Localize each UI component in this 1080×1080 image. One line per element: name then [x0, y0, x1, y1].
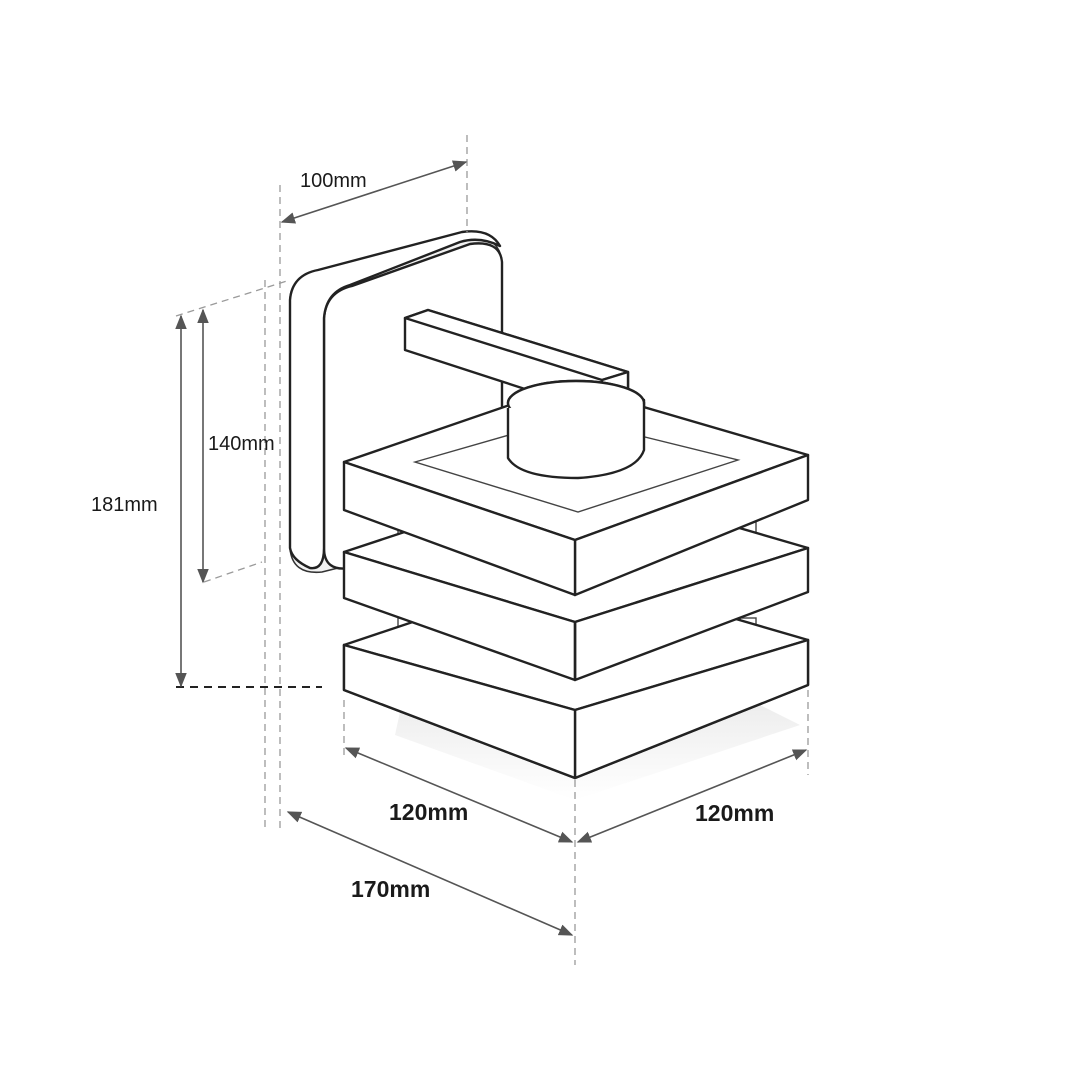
label-shade-width-right: 120mm [695, 800, 774, 826]
dimension-lines [175, 160, 808, 936]
label-backplate-height: 140mm [208, 433, 275, 455]
label-total-height: 181mm [91, 494, 158, 516]
label-total-projection: 170mm [351, 876, 430, 902]
extension-lines [175, 135, 809, 965]
dim-line-120-right [576, 749, 808, 843]
dim-line-170 [286, 811, 574, 936]
shade-ring-top [342, 379, 810, 597]
dim-line-100 [280, 160, 468, 224]
label-shade-width-left: 120mm [389, 799, 468, 825]
label-backplate-depth: 100mm [300, 170, 367, 192]
dimension-labels: 100mm 140mm 181mm 120mm 120mm 170mm [91, 170, 774, 902]
